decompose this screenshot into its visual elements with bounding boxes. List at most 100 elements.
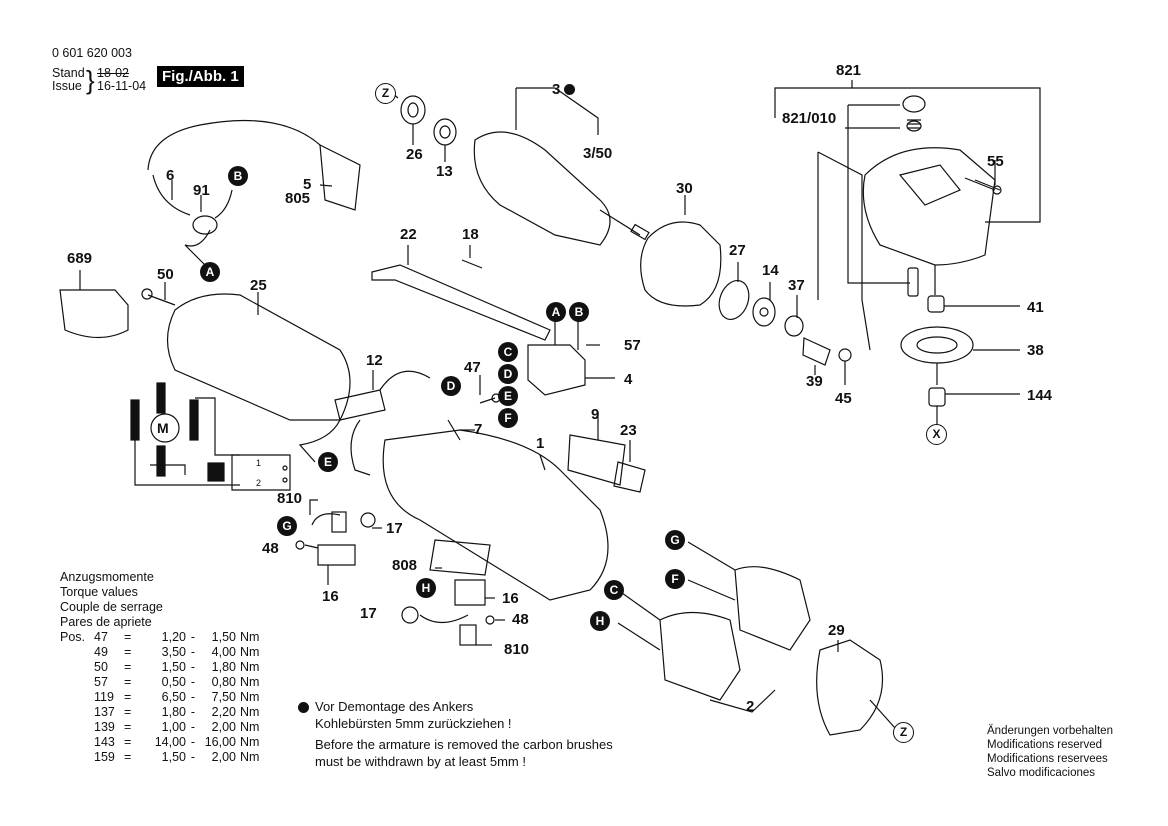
label-9: 9	[591, 406, 600, 423]
bracket-821-010	[847, 105, 910, 284]
torque-row: 143 = 14,00 - 16,00 Nm	[94, 735, 260, 749]
disclaimer-de: Änderungen vorbehalten	[987, 725, 1113, 737]
label-13: 13	[436, 163, 453, 180]
field-coil-left	[659, 611, 741, 701]
label-821: 821	[836, 62, 862, 79]
label-25: 25	[250, 277, 267, 294]
torque-heading-es: Pares de apriete	[60, 615, 152, 629]
torque-row: 57 = 0,50 - 0,80 Nm	[94, 675, 260, 689]
label-29: 29	[828, 622, 845, 639]
callout-x: X	[926, 424, 947, 445]
note-en-line1: Before the armature is removed the carbo…	[315, 737, 613, 752]
label-6: 6	[166, 167, 175, 184]
callout-z-bottom: Z	[893, 722, 914, 743]
callout-z-top: Z	[375, 83, 396, 104]
bevel-gear-38	[900, 326, 974, 364]
label-808	[429, 539, 491, 576]
issue-label: Issue	[52, 79, 82, 93]
callout-h-coil: H	[590, 611, 610, 631]
label-821-010: 821/010	[782, 110, 837, 127]
label-12: 12	[366, 352, 383, 369]
motor-housing-25	[166, 293, 351, 421]
torque-heading-de: Anzugsmomente	[60, 570, 154, 584]
switch-terminal-2: 2	[256, 478, 262, 488]
label-30: 30	[676, 180, 693, 197]
label-50: 50	[157, 266, 174, 283]
stand-value: 18-02	[97, 66, 129, 80]
callout-g-brush: G	[277, 516, 297, 536]
nozzle-29	[816, 639, 884, 736]
label-5: 5	[303, 176, 312, 193]
plate-9	[567, 434, 626, 486]
callout-e-switch: E	[498, 386, 518, 406]
callout-f-coil: F	[665, 569, 685, 589]
label-7: 7	[474, 421, 483, 438]
callout-a-cord: A	[200, 262, 220, 282]
label-38: 38	[1027, 342, 1044, 359]
disclaimer-es: Salvo modificaciones	[987, 767, 1096, 779]
label-57: 57	[624, 337, 641, 354]
callout-g-coil: G	[665, 530, 685, 550]
label-808: 808	[392, 557, 418, 574]
motor-symbol: M	[157, 420, 169, 436]
torque-row: 159 = 1,50 - 2,00 Nm	[94, 750, 260, 764]
plug-805	[319, 143, 361, 211]
label-37: 37	[788, 277, 805, 294]
callout-b-switch: B	[569, 302, 589, 322]
label-2: 2	[746, 698, 755, 715]
label-810-a: 810	[277, 490, 303, 507]
label-48-a: 48	[262, 540, 279, 557]
label-16-a: 16	[322, 588, 339, 605]
label-805: 805	[285, 190, 311, 207]
part-number: 0 601 620 003	[52, 46, 132, 60]
fan-30	[640, 221, 722, 307]
callout-d-capacitor: D	[441, 376, 461, 396]
label-41: 41	[1027, 299, 1044, 316]
note-bullet-icon	[564, 84, 575, 95]
field-coil-right	[734, 566, 811, 651]
label-45: 45	[835, 390, 852, 407]
note-bullet-icon	[298, 702, 309, 713]
label-3-50: 3/50	[583, 145, 613, 162]
switch-4	[527, 344, 586, 396]
label-55: 55	[987, 153, 1004, 170]
stand-label: Stand	[52, 66, 85, 80]
cap-part	[902, 95, 926, 113]
note-de-line1: Vor Demontage des Ankers	[315, 699, 474, 714]
switch-terminal-1: 1	[256, 458, 262, 468]
armature	[473, 131, 611, 246]
callout-h-brush: H	[416, 578, 436, 598]
label-18: 18	[462, 226, 479, 243]
brush-holder-16b	[454, 579, 486, 606]
switch-button-23	[613, 461, 646, 493]
label-144: 144	[1027, 387, 1053, 404]
callout-b-cord: B	[228, 166, 248, 186]
torque-heading-en: Torque values	[60, 585, 138, 599]
bracket-821	[774, 80, 853, 118]
torque-row: 137 = 1,80 - 2,20 Nm	[94, 705, 260, 719]
label-689: 689	[67, 250, 93, 267]
callout-d-switch: D	[498, 364, 518, 384]
label-17-b: 17	[360, 605, 377, 622]
torque-row: 49 = 3,50 - 4,00 Nm	[94, 645, 260, 659]
torque-row: 50 = 1,50 - 1,80 Nm	[94, 660, 260, 674]
label-17-a: 17	[386, 520, 403, 537]
torque-row: Pos. 47 = 1,20 - 1,50 Nm	[60, 630, 260, 644]
power-cord	[147, 119, 321, 171]
note-de-line2: Kohlebürsten 5mm zurückziehen !	[315, 716, 512, 731]
label-4: 4	[624, 371, 633, 388]
torque-row: 119 = 6,50 - 7,50 Nm	[94, 690, 260, 704]
dust-nozzle-689	[59, 289, 129, 339]
label-26: 26	[406, 146, 423, 163]
brush-holder-16a	[317, 544, 356, 566]
label-48-b: 48	[512, 611, 529, 628]
note-en-line2: must be withdrawn by at least 5mm !	[315, 754, 526, 769]
callout-a-switch: A	[546, 302, 566, 322]
disclaimer-en: Modifications reserved	[987, 739, 1103, 751]
label-3: 3	[552, 81, 561, 98]
motor-housing-1	[382, 429, 609, 601]
label-47: 47	[464, 359, 481, 376]
label-1: 1	[536, 435, 545, 452]
modifications-disclaimer: Änderungen vorbehalten Modifications res…	[987, 724, 1113, 780]
